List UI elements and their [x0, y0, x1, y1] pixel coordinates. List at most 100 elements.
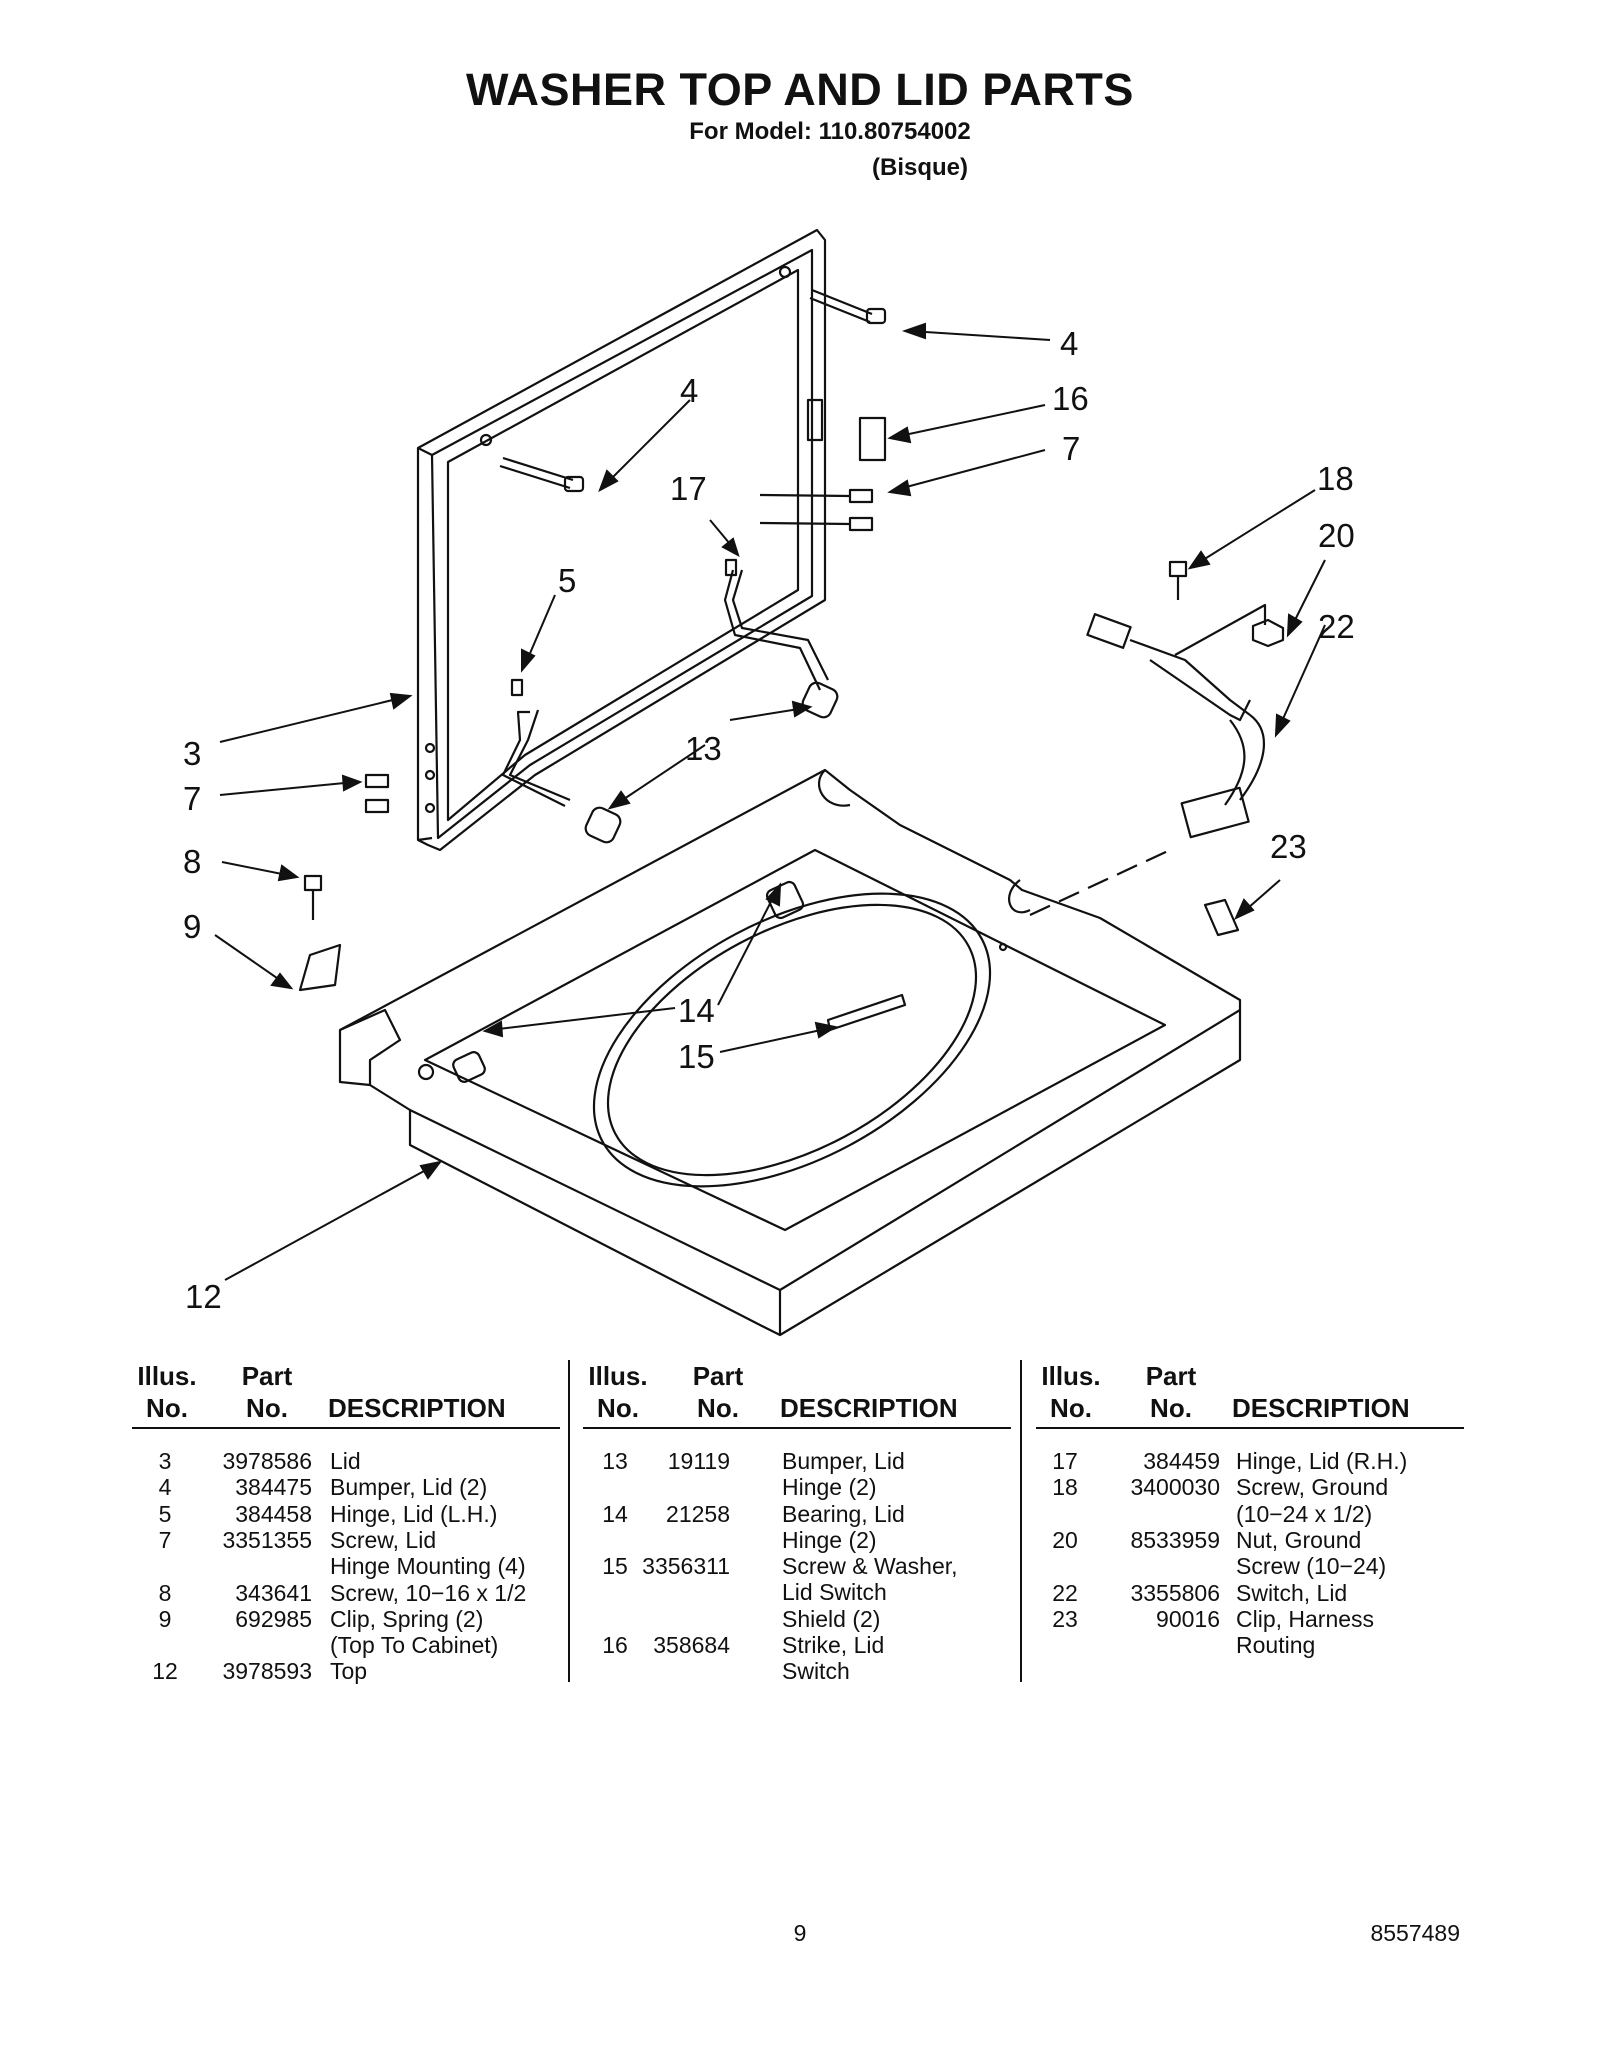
part-number: 3400030 — [1130, 1474, 1220, 1501]
illus-number: 14 — [602, 1500, 628, 1527]
document-number: 8557489 — [1370, 1920, 1460, 1946]
lid-switch-drawing — [1086, 603, 1267, 937]
header-rule — [583, 1427, 1011, 1429]
part-description: Hinge, Lid (R.H.) — [1236, 1448, 1408, 1474]
part-number: 3978593 — [222, 1658, 312, 1685]
illus-number: 3 — [158, 1448, 172, 1474]
header-illus: Illus.No. — [137, 1361, 197, 1423]
illus-number: 22 — [1052, 1579, 1078, 1606]
column-divider — [568, 1360, 570, 1682]
callout-label: 15 — [678, 1038, 715, 1075]
part-description: Switch — [782, 1658, 850, 1685]
header-illus: Illus.No. — [588, 1361, 648, 1423]
callout-label: 14 — [678, 992, 715, 1029]
callout-label: 13 — [685, 730, 722, 767]
part-description: Clip, Spring (2) — [330, 1605, 484, 1632]
part-description: Strike, Lid — [782, 1632, 885, 1659]
part-number: 384459 — [1143, 1448, 1220, 1474]
part-description: Screw, Lid — [330, 1526, 437, 1553]
part-description: Screw, 10−16 x 1/2 — [330, 1579, 527, 1606]
part-description: Switch, Lid — [1236, 1579, 1348, 1606]
part-description: Screw (10−24) — [1236, 1553, 1387, 1580]
part-number: 384458 — [235, 1500, 312, 1527]
illus-number: 13 — [602, 1448, 628, 1474]
part-description: Nut, Ground — [1236, 1526, 1362, 1553]
part-number: 19119 — [667, 1448, 730, 1474]
part-description: Hinge (2) — [782, 1526, 877, 1553]
part-description: Hinge, Lid (L.H.) — [330, 1500, 498, 1527]
callout-label: 20 — [1318, 517, 1355, 554]
callout-label: 4 — [1060, 325, 1078, 362]
illus-number: 9 — [158, 1605, 172, 1632]
part-description: (Top To Cabinet) — [330, 1632, 499, 1659]
callout-label: 8 — [183, 843, 201, 880]
part-description: Bearing, Lid — [782, 1500, 905, 1527]
callout-label: 18 — [1317, 460, 1354, 497]
part-description: Hinge Mounting (4) — [330, 1553, 526, 1580]
header-description: DESCRIPTION — [328, 1393, 506, 1423]
exploded-parts-diagram: 4 4 16 7 17 5 18 20 22 3 13 7 8 9 23 14 … — [183, 228, 1355, 1337]
part-description: Clip, Harness — [1236, 1605, 1375, 1632]
part-number: 3351355 — [222, 1526, 312, 1553]
part-number: 692985 — [235, 1605, 312, 1632]
illus-number: 18 — [1052, 1474, 1078, 1501]
part-number: 3355806 — [1130, 1579, 1220, 1606]
part-description: Screw & Washer, — [782, 1553, 958, 1580]
illus-number: 23 — [1052, 1605, 1078, 1632]
callout-label: 22 — [1318, 608, 1355, 645]
illus-number: 12 — [152, 1658, 178, 1685]
callout-label: 7 — [183, 780, 201, 817]
part-description: Top — [330, 1658, 368, 1685]
part-description: Lid Switch — [782, 1579, 887, 1606]
part-number: 384475 — [235, 1474, 312, 1501]
callout-label: 9 — [183, 908, 201, 945]
part-number: 358684 — [653, 1632, 730, 1659]
illus-number: 17 — [1052, 1448, 1078, 1474]
part-number: 8533959 — [1130, 1526, 1220, 1553]
header-rule — [132, 1427, 560, 1429]
part-description: Bumper, Lid — [782, 1448, 905, 1474]
part-description: Bumper, Lid (2) — [330, 1474, 488, 1501]
model-number: For Model: 110.80754002 — [689, 118, 971, 145]
part-number: 3356311 — [642, 1553, 730, 1580]
illus-number: 4 — [158, 1474, 172, 1501]
callout-label: 5 — [558, 562, 576, 599]
header-description: DESCRIPTION — [780, 1393, 958, 1423]
page-number: 9 — [793, 1920, 807, 1946]
header-description: DESCRIPTION — [1232, 1393, 1410, 1423]
part-description: Shield (2) — [782, 1605, 881, 1632]
part-description: Screw, Ground — [1236, 1474, 1389, 1501]
page-title: WASHER TOP AND LID PARTS — [466, 64, 1134, 115]
part-number: 3978586 — [222, 1448, 312, 1474]
callout-label: 7 — [1062, 430, 1080, 467]
callout-label: 23 — [1270, 828, 1307, 865]
part-number: 343641 — [235, 1579, 312, 1606]
part-number: 21258 — [666, 1500, 730, 1527]
callout-label: 3 — [183, 735, 201, 772]
illus-number: 15 — [602, 1553, 628, 1580]
small-parts-drawing — [298, 288, 1285, 992]
part-description: Hinge (2) — [782, 1474, 877, 1501]
column-divider — [1020, 1360, 1022, 1682]
callout-label: 17 — [670, 470, 707, 507]
header-rule — [1036, 1427, 1464, 1429]
header-illus: Illus.No. — [1041, 1361, 1101, 1423]
model-color: (Bisque) — [872, 154, 968, 181]
illus-number: 7 — [158, 1526, 172, 1553]
part-description: (10−24 x 1/2) — [1236, 1500, 1373, 1527]
callout-label: 16 — [1052, 380, 1089, 417]
illus-number: 16 — [602, 1632, 628, 1659]
part-description: Lid — [330, 1448, 361, 1474]
part-number: 90016 — [1156, 1605, 1220, 1632]
callout-label: 4 — [680, 372, 698, 409]
washer-top-drawing — [338, 768, 1242, 1337]
hinge-rods-drawing — [501, 558, 839, 844]
lid-drawing — [416, 228, 827, 852]
illus-number: 8 — [158, 1579, 172, 1606]
callout-label: 12 — [185, 1278, 222, 1315]
illus-number: 20 — [1052, 1526, 1078, 1553]
part-description: Routing — [1236, 1632, 1316, 1659]
